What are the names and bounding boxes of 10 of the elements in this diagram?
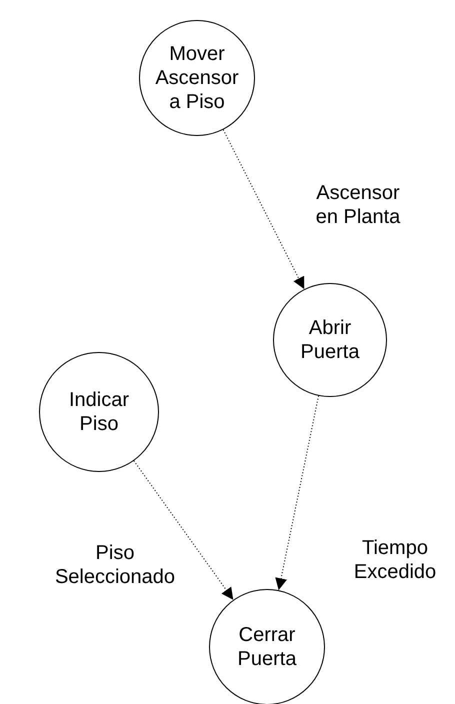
state-name: Abrir Puerta — [300, 316, 360, 364]
arrow — [133, 460, 234, 600]
edge-label: Piso Seleccionado — [54, 541, 176, 589]
edge-label: Tiempo Excedido — [354, 536, 436, 584]
state-name: Cerrar Puerta — [236, 623, 298, 671]
state-name: Indicar Piso — [68, 388, 130, 436]
edge-label: Ascensor en Planta — [316, 181, 400, 229]
state-name: Mover Ascensor a Piso — [154, 42, 240, 114]
arrow — [222, 129, 305, 290]
arrow — [275, 395, 320, 591]
